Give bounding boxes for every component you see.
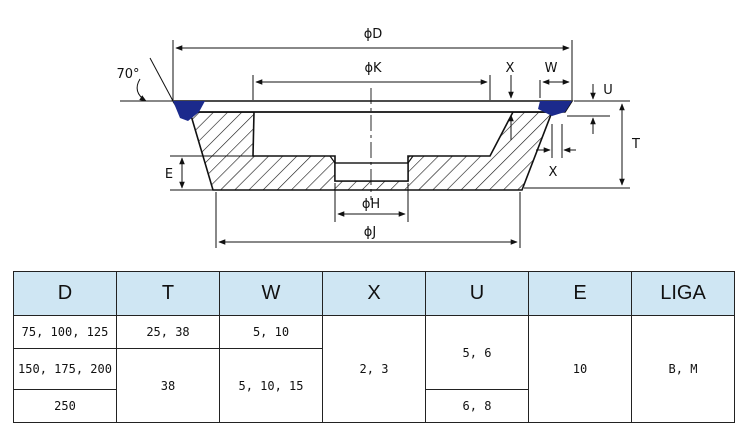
cell-D: 150, 175, 200 <box>13 348 117 390</box>
spec-table: D T W X U E LIGA 75, 100, 125 25, 38 5, … <box>13 271 735 423</box>
cell-E: 10 <box>528 315 632 423</box>
table-header-row: D T W X U E LIGA <box>13 271 735 316</box>
label-H: ϕH <box>362 197 380 212</box>
cell-U: 5, 6 <box>425 315 529 390</box>
label-X-side: X <box>549 165 558 180</box>
dimension-T: T <box>524 100 640 189</box>
cell-D: 75, 100, 125 <box>13 315 117 349</box>
header-LIGA: LIGA <box>631 271 735 316</box>
label-K: ϕK <box>364 61 382 76</box>
label-E: E <box>165 167 173 182</box>
label-J: ϕJ <box>364 225 376 240</box>
dimension-E: E <box>165 155 253 191</box>
dimension-K: ϕK <box>252 61 491 100</box>
dimension-J: ϕJ <box>215 192 521 248</box>
cell-LIGA: B, M <box>631 315 735 423</box>
wheel-cross-section <box>171 88 574 200</box>
dimension-W: W <box>539 61 570 98</box>
cell-T: 38 <box>116 348 220 423</box>
dimension-U: U <box>567 83 613 134</box>
cell-D: 250 <box>13 389 117 423</box>
table-row: 75, 100, 125 25, 38 5, 10 2, 3 5, 6 10 B… <box>13 315 735 423</box>
label-X-top: X <box>506 61 515 76</box>
cell-X: 2, 3 <box>322 315 426 423</box>
cell-U: 6, 8 <box>425 389 529 423</box>
dimension-H: ϕH <box>334 183 409 222</box>
header-T: T <box>116 271 220 316</box>
cell-W: 5, 10 <box>219 315 323 349</box>
wheel-rim <box>171 100 574 113</box>
diamond-layer-right <box>538 101 572 116</box>
header-E: E <box>528 271 632 316</box>
header-D: D <box>13 271 117 316</box>
table-row: 150, 175, 200 38 5, 10, 15 <box>13 348 735 423</box>
header-U: U <box>425 271 529 316</box>
label-T: T <box>631 137 640 152</box>
header-W: W <box>219 271 323 316</box>
cell-W: 5, 10, 15 <box>219 348 323 423</box>
label-angle: 70° <box>116 67 139 82</box>
grinding-wheel-drawing: ϕD ϕK X W U T X <box>116 27 640 248</box>
label-D: ϕD <box>364 27 383 42</box>
angle-annotation: 70° <box>116 57 174 102</box>
center-bore <box>334 162 409 182</box>
table-row: 250 6, 8 <box>13 389 735 423</box>
dimension-X-side: X <box>536 124 576 180</box>
diamond-layer-left <box>173 101 205 121</box>
dimension-D: ϕD <box>172 27 573 100</box>
cell-T: 25, 38 <box>116 315 220 349</box>
label-W: W <box>545 61 558 76</box>
dimension-X-top: X <box>506 61 515 140</box>
header-X: X <box>322 271 426 316</box>
label-U: U <box>603 83 613 98</box>
